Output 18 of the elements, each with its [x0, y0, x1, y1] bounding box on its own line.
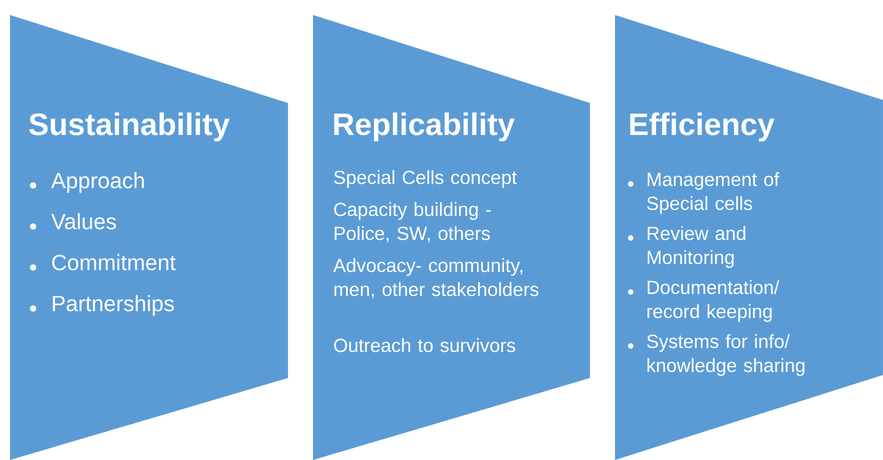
list-item: Management of Special cells	[647, 172, 780, 214]
list-item: Commitment	[52, 254, 176, 270]
list-item: Systems for info/ knowledge sharing	[647, 334, 804, 376]
list-item: Values	[51, 213, 116, 230]
list-item: Documentation/ record keeping	[647, 280, 780, 322]
list-item: Partnerships	[52, 295, 174, 316]
list-item: Outreach to survivors	[334, 338, 516, 352]
list-item: Advocacy- community, men, other stakeholders	[333, 258, 538, 298]
chevron-shape	[615, 15, 883, 460]
heading: Efficiency	[630, 112, 774, 142]
heading: Replicability	[334, 112, 515, 142]
list-item: Review and Monitoring	[648, 226, 746, 268]
chevron-shape	[10, 15, 288, 460]
heading: Sustainability	[29, 112, 230, 142]
list-item: Approach	[51, 172, 144, 193]
chevron-shape	[313, 15, 590, 460]
list-item: Capacity building - Police, SW, others	[334, 202, 491, 242]
list-item: Special Cells concept	[334, 170, 517, 188]
